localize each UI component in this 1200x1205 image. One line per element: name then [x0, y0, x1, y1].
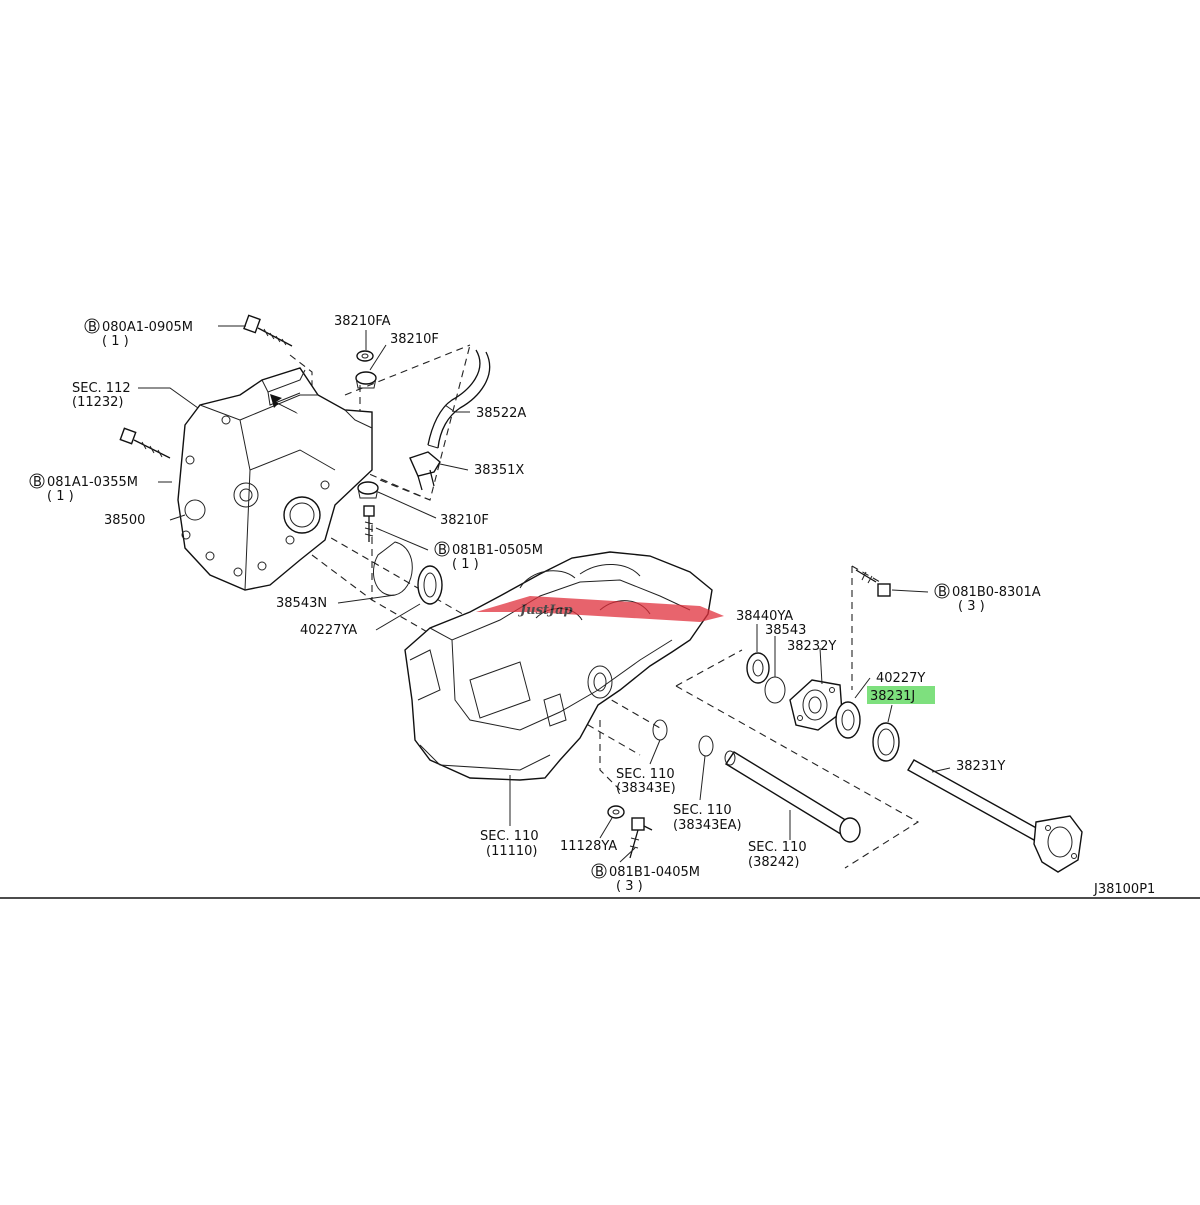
- b-marker-icon: B: [434, 541, 450, 558]
- ring-38231j-icon: [872, 722, 900, 762]
- bolt-080a1-icon: [243, 314, 293, 347]
- label-sec110-38343ea-ref: (38343EA): [673, 818, 742, 833]
- label-bolt-081b0-qty: ( 3 ): [958, 599, 985, 614]
- label-sec110-38242-ref: (38242): [748, 855, 800, 870]
- flange-38232y-icon: [789, 679, 843, 731]
- svg-text:B: B: [438, 543, 447, 558]
- svg-text:B: B: [33, 475, 42, 490]
- seal-40227ya-icon: [417, 565, 443, 605]
- svg-text:B: B: [88, 320, 97, 335]
- hose-38522a-icon: [427, 349, 491, 449]
- label-bolt-081b1-0405: 081B1-0405M: [609, 865, 700, 880]
- svg-text:B: B: [595, 865, 604, 880]
- highlight-box: [867, 686, 935, 704]
- label-bolt-081b0: 081B0-8301A: [952, 585, 1041, 600]
- bolt-081a1-icon: [119, 427, 171, 459]
- label-sec110-38242: SEC. 110: [748, 840, 807, 855]
- svg-text:B: B: [938, 585, 947, 600]
- label-sec112-ref: (11232): [72, 395, 124, 410]
- label-38210f-top: 38210F: [390, 332, 439, 347]
- oring-38343e-icon: [652, 719, 668, 741]
- seal-40227y-icon: [835, 701, 861, 739]
- grommet-38210f-lower-icon: [357, 481, 379, 499]
- label-sec110-38343e: SEC. 110: [616, 767, 675, 782]
- label-38543n: 38543N: [276, 596, 327, 611]
- label-bolt-080a1: 080A1-0905M: [102, 320, 193, 335]
- label-sec112: SEC. 112: [72, 381, 131, 396]
- breather-38351x-icon: [409, 451, 441, 491]
- direction-arrow-icon: [270, 394, 298, 414]
- label-sec110-11110-ref: (11110): [486, 844, 538, 859]
- label-38543: 38543: [765, 623, 806, 638]
- bolt-081b1-0505-icon: [363, 505, 375, 542]
- label-bolt-081b1-0405-qty: ( 3 ): [616, 879, 643, 894]
- seal-38440ya-icon: [746, 652, 770, 684]
- oring-38543-icon: [764, 676, 786, 704]
- label-40227ya: 40227YA: [300, 623, 357, 638]
- label-sec110-38343e-ref: (38343E): [616, 781, 676, 796]
- label-38210f-bottom: 38210F: [440, 513, 489, 528]
- shaft-38231y-icon: [907, 759, 1083, 873]
- label-bolt-081a1-qty: ( 1 ): [47, 489, 74, 504]
- label-38231j: 38231J: [870, 689, 915, 704]
- label-38210fa: 38210FA: [334, 314, 391, 329]
- label-40227y: 40227Y: [876, 671, 925, 686]
- grommet-38210f-icon: [355, 371, 377, 389]
- b-marker-icon: B: [84, 318, 100, 335]
- transfer-case-38500: [177, 367, 373, 591]
- oring-38543n-icon: [373, 541, 413, 596]
- b-marker-icon: B: [934, 583, 950, 600]
- label-leaders: [138, 325, 951, 863]
- diagram-code: J38100P1: [1093, 882, 1155, 897]
- label-bolt-080a1-qty: ( 1 ): [102, 334, 129, 349]
- b-marker-icon: B: [591, 863, 607, 880]
- label-bolt-081b1-0505-qty: ( 1 ): [452, 557, 479, 572]
- b-marker-icon: B: [29, 473, 45, 490]
- label-38440ya: 38440YA: [736, 609, 793, 624]
- label-38232y: 38232Y: [787, 639, 836, 654]
- tube-38242-icon: [724, 750, 861, 843]
- callout-labels: B B B B B 080A1-0905M ( 1 ) 38210FA 3821…: [29, 314, 1041, 894]
- watermark-logo: JustJap: [476, 596, 724, 622]
- label-11128ya: 11128YA: [560, 839, 617, 854]
- label-38500: 38500: [104, 513, 145, 528]
- label-38351x: 38351X: [474, 463, 524, 478]
- washer-38210fa-icon: [356, 350, 374, 362]
- bolt-081b0-icon: [855, 569, 891, 597]
- bolt-081b1-0405-icon: [629, 817, 653, 859]
- label-bolt-081b1-0505: 081B1-0505M: [452, 543, 543, 558]
- label-38231y: 38231Y: [956, 759, 1005, 774]
- label-38522a: 38522A: [476, 406, 526, 421]
- oring-38343ea-icon: [698, 735, 714, 757]
- svg-text:JustJap: JustJap: [517, 603, 573, 618]
- label-sec110-11110: SEC. 110: [480, 829, 539, 844]
- washer-11128ya-icon: [607, 805, 625, 819]
- label-sec110-38343ea: SEC. 110: [673, 803, 732, 818]
- label-bolt-081a1: 081A1-0355M: [47, 475, 138, 490]
- oil-pan-housing: [404, 551, 713, 781]
